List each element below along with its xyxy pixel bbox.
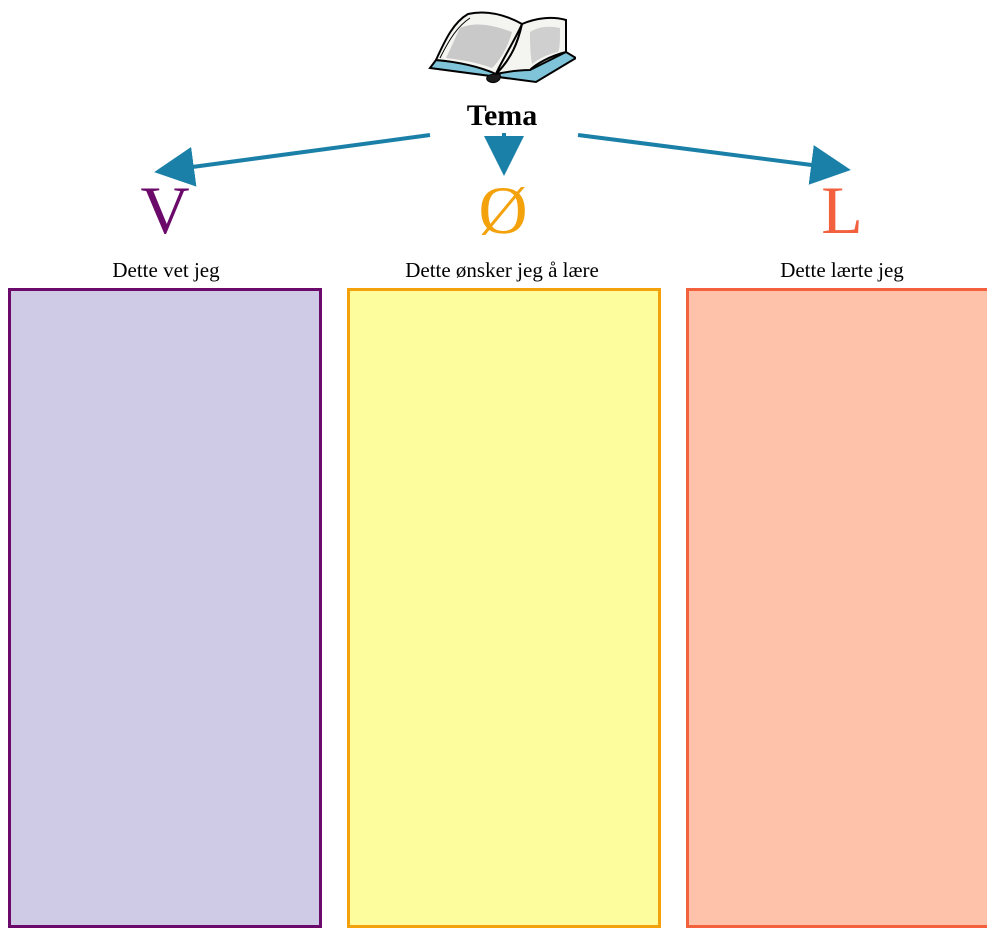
column-caption-v: Dette vet jeg — [112, 258, 220, 282]
arrows — [154, 133, 851, 187]
column-box-l[interactable] — [686, 288, 987, 928]
column-letter-v: V — [140, 172, 190, 248]
column-box-oe[interactable] — [347, 288, 661, 928]
open-book-icon — [428, 11, 576, 84]
arrow-right — [577, 133, 851, 185]
column-letter-l: L — [821, 172, 863, 248]
column-box-v[interactable] — [8, 288, 322, 928]
arrow-left — [154, 133, 431, 187]
topic-title: Tema — [466, 99, 538, 132]
column-caption-oe: Dette ønsker jeg å lære — [405, 258, 599, 282]
column-caption-l: Dette lærte jeg — [780, 258, 904, 282]
column-letter-oe: Ø — [478, 172, 528, 248]
